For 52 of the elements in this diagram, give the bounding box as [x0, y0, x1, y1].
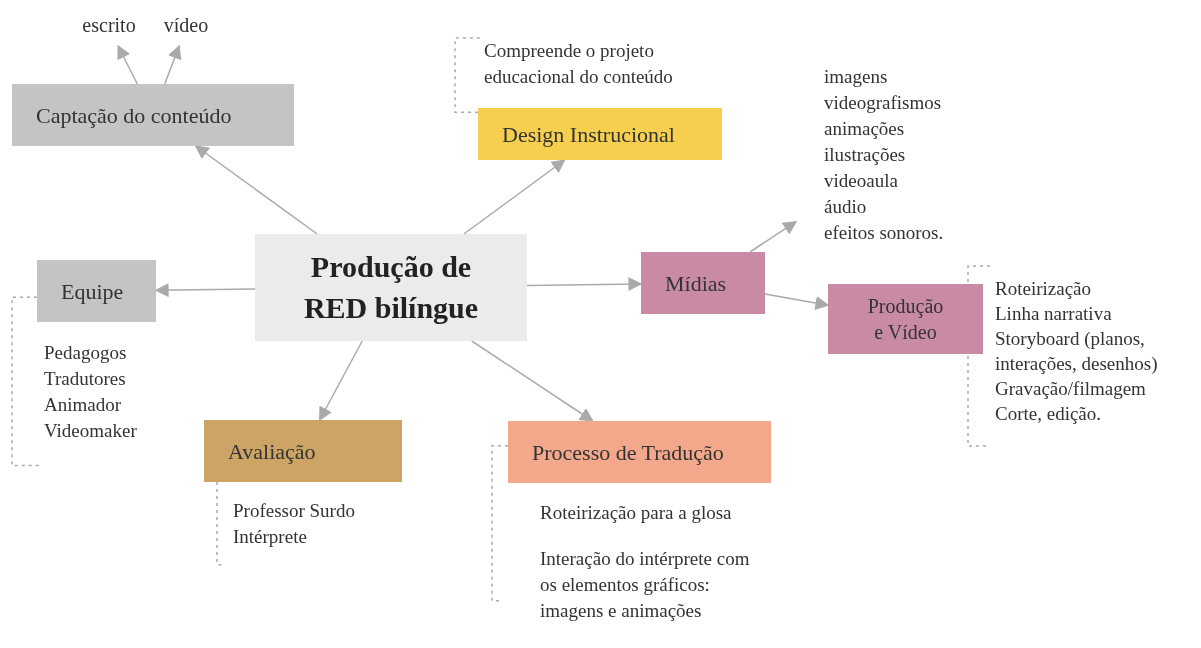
central-topic-box [255, 234, 527, 341]
arrow [318, 340, 363, 422]
list-item: videografismos [824, 91, 943, 115]
dashed-connector [11, 296, 41, 467]
list-item: Roteirização [995, 277, 1092, 301]
topic-box [37, 260, 156, 322]
list-item: Interação do intérprete com os elementos gráficos: imagens e animações [540, 547, 751, 623]
list-item: Corte, edição. [995, 402, 1103, 426]
list-item: áudio [824, 195, 868, 219]
list-item: Roteirização para a glosa [540, 501, 733, 525]
list-item: ilustrações [824, 143, 907, 167]
arrow [164, 44, 182, 85]
node-title: Design Instrucional [502, 120, 676, 149]
dashed-connector [454, 37, 481, 113]
list-item: videoaula [824, 169, 899, 193]
node-title: Avaliação [228, 437, 317, 466]
list-item: Animador [44, 393, 123, 417]
topic-box [478, 108, 722, 160]
arrow [194, 145, 318, 235]
list-item: efeitos sonoros. [824, 221, 945, 245]
topic-box [828, 284, 983, 354]
list-item: Storyboard (planos, [995, 327, 1146, 351]
arrow [471, 340, 594, 422]
list-item: animações [824, 117, 906, 141]
arrow [749, 220, 798, 253]
node-title: Produção de RED bilíngue [302, 249, 480, 326]
topic-box [204, 420, 402, 482]
branch-label: escrito [82, 13, 136, 38]
dashed-connector [491, 445, 509, 602]
arrow [117, 44, 139, 85]
node-title: Mídias [665, 269, 728, 298]
topic-box [12, 84, 294, 146]
list-item: Videomaker [44, 419, 138, 443]
list-item: Intérprete [233, 525, 308, 549]
list-item: imagens [824, 65, 889, 89]
list-item: interações, desenhos) [995, 352, 1158, 376]
node-title: Produção e Vídeo [866, 294, 945, 345]
list-item: Professor Surdo [233, 499, 356, 523]
arrow [764, 293, 830, 310]
arrow [526, 277, 643, 292]
list-item: Gravação/filmagem [995, 377, 1147, 401]
list-item: Linha narrativa [995, 302, 1113, 326]
list-item: Tradutores [44, 367, 127, 391]
node-title: Equipe [61, 277, 125, 306]
topic-box [641, 252, 765, 314]
list-item: Compreende o projeto educacional do conteúdo [484, 39, 674, 89]
arrow [463, 159, 566, 235]
node-title: Processo de Tradução [532, 438, 725, 467]
branch-label: vídeo [163, 13, 209, 38]
node-title: Captação do conteúdo [36, 101, 233, 130]
list-item: Pedagogos [44, 341, 128, 365]
topic-box [508, 421, 771, 483]
